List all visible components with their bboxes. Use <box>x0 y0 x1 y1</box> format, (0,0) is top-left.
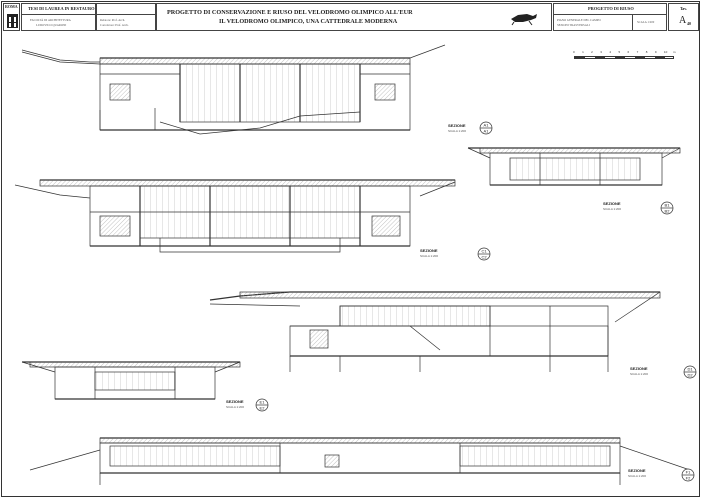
section-a-scale: SCALA 1:200 <box>448 129 467 133</box>
section-code-a-top: A1 <box>484 123 490 128</box>
project-title-line-1: PROGETTO DI CONSERVAZIONE E RIUSO DEL VE… <box>167 9 413 16</box>
tav-box: Tav. A 40 <box>668 3 699 31</box>
roma-emblem-box: ROMA <box>3 3 20 31</box>
graphic-scale-tick: 6 <box>627 50 630 54</box>
section-code-d: D1 D2 <box>683 365 697 379</box>
project-title-line-2: IL VELODROMO OLIMPICO, UNA CATTEDRALE MO… <box>219 18 398 25</box>
section-b-label: SEZIONE <box>603 201 621 206</box>
city-label: ROMA <box>5 4 18 9</box>
section-code-f: F1 F2 <box>681 468 695 482</box>
section-code-e: E1 E2 <box>255 398 269 412</box>
supervisor-line-1: Relatore: Prof. Arch. <box>100 18 125 22</box>
main-title-box: PROGETTO DI CONSERVAZIONE E RIUSO DEL VE… <box>156 3 552 31</box>
section-code-c: C1 C2 <box>477 247 491 261</box>
section-codes: A1 A1 B1 B2 C1 C2 D1 D2 E1 E2 F1 F2 <box>255 121 697 482</box>
section-b-scale: SCALA 1:200 <box>603 207 622 211</box>
section-d-label: SEZIONE <box>630 366 648 371</box>
graphic-scale-tick: 8 <box>645 50 648 54</box>
section-a-label: SEZIONE <box>448 123 466 128</box>
graphic-scale-tick: 2 <box>591 50 593 54</box>
graphic-scale-tick: 7 <box>636 50 639 54</box>
section-code-b: B1 B2 <box>660 201 674 215</box>
section-e-drawing <box>21 361 241 400</box>
tav-number: A <box>679 15 687 26</box>
section-e-label: SEZIONE <box>226 399 244 404</box>
project-info-box: PROGETTO DI RIUSO PIANO GENERALE DEL CAM… <box>553 3 667 31</box>
colosseum-icon <box>7 14 18 28</box>
graphic-scale-tick: m <box>673 50 676 54</box>
section-a-drawing <box>21 44 446 135</box>
tav-label: Tav. <box>680 6 688 11</box>
section-b-drawing <box>467 147 681 186</box>
graphic-scale-tick: 0 <box>573 50 575 54</box>
graphic-scale-ticks: 0 1 2 3 4 5 6 7 8 9 10 m <box>573 50 676 56</box>
section-code-b-bottom: B2 <box>665 209 671 214</box>
tav-suffix: 40 <box>687 21 691 26</box>
section-f-scale: SCALA 1:200 <box>628 474 647 478</box>
section-code-f-top: F1 <box>686 470 691 475</box>
section-code-e-top: E1 <box>260 400 266 405</box>
section-f-label: SEZIONE <box>628 468 646 473</box>
university-line-2: LUDOVICO QUARONI <box>36 23 67 27</box>
section-c-drawing <box>14 179 456 253</box>
section-e-scale: SCALA 1:200 <box>226 405 245 409</box>
section-f-drawing <box>29 437 691 485</box>
section-c-scale: SCALA 1:200 <box>420 254 439 258</box>
section-code-a-bottom: A1 <box>484 129 490 134</box>
graphic-scale-tick: 3 <box>600 50 602 54</box>
scale-value: SCALA 1:200 <box>637 20 655 24</box>
section-c-label: SEZIONE <box>420 248 438 253</box>
thesis-type-box: TESI DI LAUREA IN RESTAURO FACOLTÀ DI AR… <box>21 3 96 31</box>
graphic-scale-tick: 1 <box>582 50 584 54</box>
section-code-c-bottom: C2 <box>481 255 487 260</box>
project-label: PROGETTO DI RIUSO <box>588 6 634 11</box>
section-code-d-bottom: D2 <box>687 373 693 378</box>
section-code-c-top: C1 <box>481 249 487 254</box>
section-code-e-bottom: E2 <box>260 406 266 411</box>
section-code-b-top: B1 <box>665 203 671 208</box>
drawing-desc-line-2: SEZIONI TRASVERSALI <box>557 23 590 27</box>
graphic-scale: 0 1 2 3 4 5 6 7 8 9 10 m <box>573 50 676 70</box>
section-code-a: A1 A1 <box>479 121 493 135</box>
section-d-scale: SCALA 1:200 <box>630 372 649 376</box>
graphic-scale-tick: 9 <box>654 50 657 54</box>
thesis-type: TESI DI LAUREA IN RESTAURO <box>28 6 95 11</box>
university-line-1: FACOLTÀ DI ARCHITETTURA <box>30 18 71 22</box>
supervisor-line-2: Correlatore: Prof. Arch. <box>100 23 129 27</box>
section-d-drawing <box>209 291 661 372</box>
drawing-desc-line-1: PIANO GENERALE DEL CAMPO <box>557 18 601 22</box>
graphic-scale-tick: 10 <box>663 50 668 54</box>
graphic-scale-tick: 5 <box>618 50 621 54</box>
supervisors-box: Relatore: Prof. Arch. Correlatore: Prof.… <box>96 3 156 31</box>
section-code-f-bottom: F2 <box>686 476 691 481</box>
section-code-d-top: D1 <box>687 367 693 372</box>
graphic-scale-tick: 4 <box>609 50 612 54</box>
cyclist-logo-icon <box>511 14 537 26</box>
